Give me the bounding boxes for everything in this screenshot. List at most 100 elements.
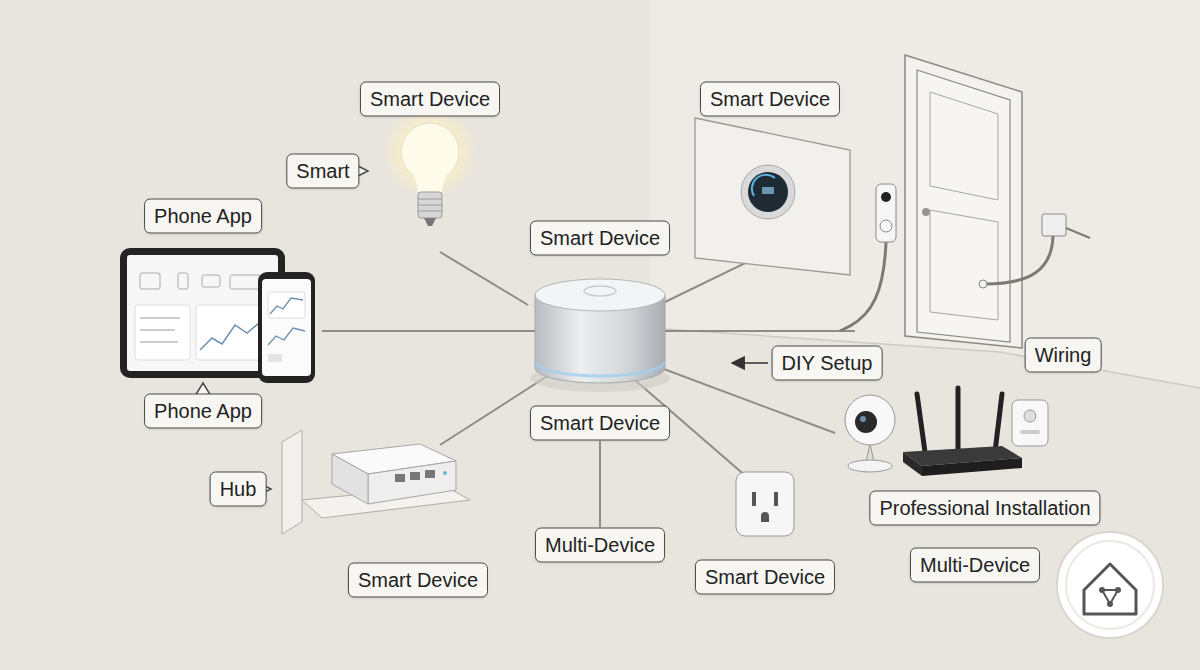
hub-shelf — [282, 430, 470, 534]
hub-device — [443, 471, 447, 475]
connection-line — [665, 330, 855, 332]
light-bulb — [418, 205, 442, 206]
wall-box-wiring — [1066, 228, 1090, 238]
callout-text: DIY Setup — [782, 351, 873, 375]
video-doorbell — [880, 220, 892, 232]
callout-box: Smart Device — [360, 82, 500, 117]
smartphone — [268, 328, 305, 345]
motion-sensor — [1020, 430, 1040, 434]
smartphone — [268, 354, 282, 362]
callout-text: Smart Device — [710, 87, 830, 111]
motion-sensor — [1024, 410, 1036, 422]
video-doorbell — [840, 184, 896, 331]
hub-device — [368, 461, 456, 504]
callout-text: Multi-Device — [920, 553, 1030, 577]
tablet — [230, 275, 260, 289]
tablet — [140, 317, 180, 319]
hub-shelf — [282, 430, 302, 534]
callout-text: Professional Installation — [879, 496, 1090, 520]
wall-box-wiring — [979, 280, 987, 288]
tablet — [135, 305, 190, 360]
callout-text: Smart Device — [370, 87, 490, 111]
light-bulb — [412, 172, 448, 192]
callout-box: Multi-Device — [910, 548, 1040, 583]
video-doorbell — [876, 184, 896, 242]
callout-box: Smart Device — [530, 221, 670, 256]
thermostat — [741, 165, 795, 219]
smart-speaker-hub — [535, 279, 665, 311]
smartphone — [258, 272, 315, 383]
thermostat — [695, 118, 850, 275]
light-bulb — [418, 199, 442, 200]
light-bulb — [418, 192, 442, 218]
callout-text: Smart Device — [540, 411, 660, 435]
smartphone — [262, 279, 311, 376]
callout-text: Smart Device — [705, 565, 825, 589]
connector-line — [599, 441, 601, 528]
wall-box-wiring — [979, 214, 1090, 288]
connection-line — [322, 330, 535, 332]
callout-box: Multi-Device — [535, 528, 665, 563]
logo-badge — [1107, 601, 1113, 607]
smart-plug — [736, 472, 794, 536]
callout-text: Smart Device — [358, 568, 478, 592]
callout-box: Phone App — [144, 394, 262, 429]
wifi-router — [917, 394, 925, 452]
hub-device — [425, 470, 435, 478]
hub-device — [332, 454, 368, 504]
tablet — [140, 341, 178, 343]
light-bulb — [382, 104, 478, 226]
logo-badge — [1057, 532, 1163, 638]
callout-text: Multi-Device — [545, 533, 655, 557]
light-bulb — [424, 218, 436, 226]
thermostat — [695, 118, 850, 275]
hub-device — [395, 474, 405, 482]
thermostat — [748, 172, 788, 212]
logo-badge — [1099, 587, 1105, 593]
room-background — [650, 0, 1200, 388]
security-camera — [845, 395, 895, 472]
tablet — [140, 329, 175, 331]
wifi-router — [995, 394, 1002, 452]
wifi-router — [922, 458, 1022, 476]
diy-arrow — [732, 363, 768, 364]
video-doorbell — [881, 192, 891, 202]
smartphone — [268, 292, 305, 318]
smart-speaker-hub — [530, 279, 670, 392]
light-bulb — [418, 211, 442, 212]
connection-line — [440, 252, 528, 305]
smart-speaker-hub — [584, 286, 616, 296]
wifi-router — [956, 388, 961, 452]
smartphone — [270, 298, 303, 314]
logo-badge — [1057, 532, 1163, 638]
smart-speaker-hub — [536, 362, 664, 376]
door — [905, 55, 1022, 348]
callout-box: Hub — [210, 472, 267, 507]
wifi-router — [903, 452, 922, 476]
smart-plug — [736, 472, 794, 536]
callout-box: Smart Device — [695, 560, 835, 595]
tablet — [127, 255, 278, 371]
callout-box: Smart Device — [700, 82, 840, 117]
callout-text: Hub — [220, 477, 257, 501]
security-camera — [866, 444, 874, 462]
tablet — [202, 275, 220, 287]
callout-box: Phone App — [144, 199, 262, 234]
thermostat — [762, 187, 774, 194]
logo-badge — [1066, 541, 1154, 629]
door — [905, 55, 1022, 348]
logo-badge — [1084, 564, 1136, 614]
callout-text: Smart Device — [540, 226, 660, 250]
hub-device — [410, 472, 420, 480]
door — [930, 210, 998, 320]
diy-arrow — [732, 362, 768, 364]
smart-plug — [761, 512, 769, 522]
callout-text: Wiring — [1035, 343, 1092, 367]
door — [917, 70, 1010, 342]
callout-text: Smart — [296, 159, 349, 183]
callout-text: Phone App — [154, 204, 252, 228]
security-camera — [860, 416, 866, 422]
